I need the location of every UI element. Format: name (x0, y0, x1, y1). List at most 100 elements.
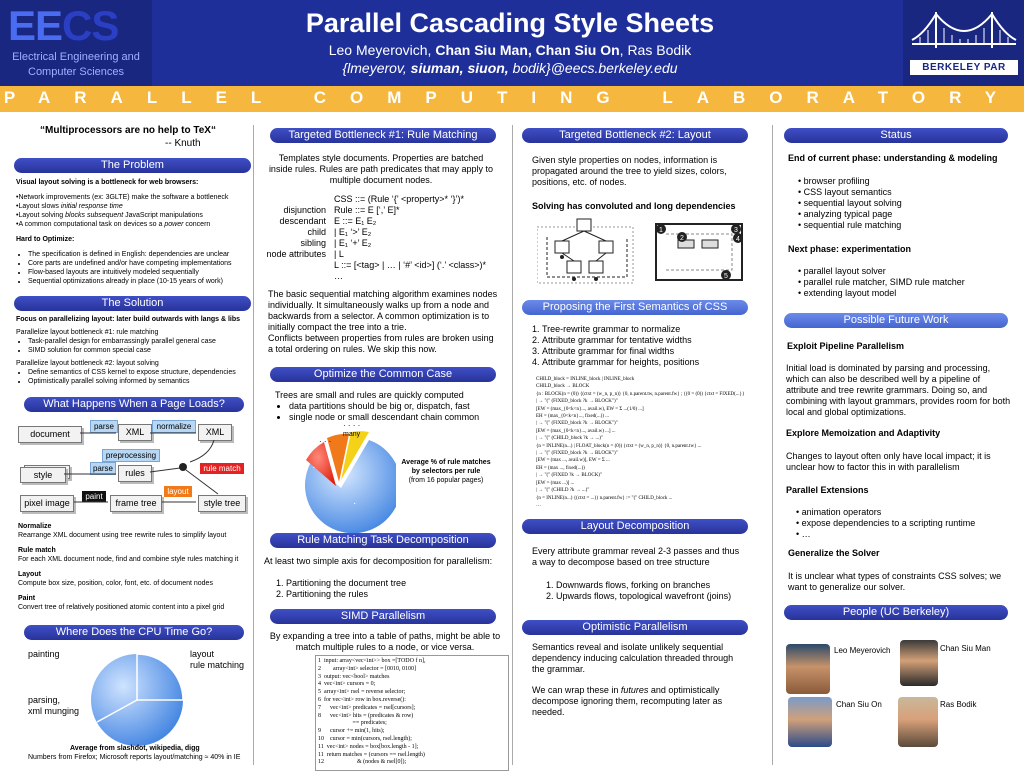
semantics-item: Tree-rewrite grammar to normalize (532, 324, 699, 335)
selector-pie-chart: · · · · · · · · · · (305, 423, 396, 533)
optimize-text: Trees are small and rules are quickly co… (275, 390, 505, 423)
style-box: style (20, 467, 66, 483)
lab-banner-text: PARALLEL COMPUTING LABORATORY (3, 88, 1021, 107)
section-header-page-load: What Happens When a Page Loads? (24, 397, 244, 412)
code-line: 5 array<int> rsel = reverse selector; (318, 689, 406, 696)
code-line: 4 vec<int> cursors = 0; (318, 681, 376, 688)
bridge-icon (911, 12, 1017, 48)
status-item: • parallel layout solver (798, 266, 886, 276)
section-header-solution: The Solution (14, 296, 251, 311)
definition-desc: Compute box size, position, color, font,… (18, 580, 213, 587)
xml-normalized-box: XML (198, 424, 232, 441)
formula-line: | → "(" (FIXED_block ?k → BLOCK")" (536, 421, 618, 427)
solution-bullet: Optimistically parallel solving informed… (28, 377, 252, 386)
code-line: 11 return matches = (cursors == rsel.len… (318, 751, 425, 758)
layout-decomp-item: Downwards flows, forking on branches (556, 580, 731, 591)
formula-line: CHILD_block = INLINE_block | INLINE_bloc… (536, 377, 635, 382)
grammar-line: | L (334, 249, 344, 259)
problem-bullet: •Layout solving blocks subsequent JavaSc… (16, 212, 203, 219)
svg-text:· · ·: · · · (319, 437, 331, 446)
section-header-problem: The Problem (14, 158, 251, 173)
formula-line: [EW = (max ...)] ... (536, 480, 575, 486)
code-line: 7 vec<int> predicates = rsel[cursors]; (318, 704, 416, 711)
definition-term: Rule match (18, 547, 56, 554)
section-header-layout-decomp: Layout Decomposition (522, 519, 748, 534)
formula-line: CHILD_block → BLOCK (536, 384, 590, 390)
frame-tree-box: frame tree (110, 495, 162, 512)
problem-bullet: •A common computational task on devices … (16, 221, 211, 228)
department-name: Electrical Engineering and Computer Scie… (12, 51, 140, 78)
solution-bullet: SIMD solution for common special case (28, 346, 252, 355)
layout-label: layout (164, 486, 192, 497)
cpu-label-painting: painting (28, 649, 60, 659)
rule-match-label: rule match (200, 463, 244, 474)
parlab-badge: BERKELEY PAR LAB (910, 60, 1018, 88)
section-header-future: Possible Future Work (784, 313, 1008, 328)
bottleneck2-intro: Given style properties on nodes, informa… (532, 155, 727, 187)
formula-line: {n = INLINE(n...) {(ctxt = ...)} n.paren… (536, 495, 673, 501)
solution-bullet: Task-parallel design for embarrassingly … (28, 337, 252, 346)
grammar-label: node attributes (266, 249, 326, 259)
svg-text:· ·: · · (306, 462, 315, 473)
section-header-semantics: Proposing the First Semantics of CSS (522, 300, 748, 315)
section-header-bottleneck-1: Targeted Bottleneck #1: Rule Matching (270, 128, 496, 143)
future-ext-item: • expose dependencies to a scripting run… (796, 518, 976, 528)
status-item: • sequential rule matching (798, 220, 902, 230)
paint-label: paint (82, 491, 106, 502)
section-header-task-decomp: Rule Matching Task Decomposition (270, 533, 496, 548)
lab-banner (0, 86, 1024, 112)
status-current-items: • browser profiling• CSS layout semantic… (798, 176, 902, 231)
section-header-people: People (UC Berkeley) (784, 605, 1008, 620)
code-line: == predicates; (318, 720, 387, 727)
poster-title: Parallel Cascading Style Sheets (305, 8, 715, 38)
formula-line: | → "(" (FIXED ?k → BLOCK)" (536, 473, 603, 479)
code-line: 8 vec<int> hits = (predicates & row) (318, 712, 414, 719)
quote-author: -- Knuth (165, 138, 201, 149)
svg-text:·: · (353, 498, 356, 509)
section-header-optimistic: Optimistic Parallelism (522, 620, 748, 635)
svg-text:· · · ·: · · · · (343, 423, 360, 430)
cpu-label-layout: layout (190, 649, 215, 659)
code-line: 3 output: vec<bool> matches (318, 673, 390, 680)
code-line: 1 input: array<vec<int>> box =[TODO f n]… (318, 658, 426, 664)
solution-p1-bullets: Task-parallel design for embarrassingly … (16, 337, 252, 355)
column-divider (512, 125, 513, 765)
pie-slice-red (306, 442, 336, 486)
pixel-image-box: pixel image (20, 495, 74, 512)
section-header-bottleneck-2: Targeted Bottleneck #2: Layout (522, 128, 748, 143)
eecs-logo: EECS (8, 2, 119, 49)
status-item: • extending layout model (798, 288, 897, 298)
decomp-intro: At least two simple axis for decompositi… (264, 556, 493, 566)
solution-bullet: Define semantics of CSS kernel to expose… (28, 368, 252, 377)
grammar-label: sibling (300, 238, 326, 248)
section-header-status: Status (784, 128, 1008, 143)
selector-pie-caption: (from 16 popular pages) (408, 477, 484, 484)
code-line: 9 cursor += min(1, hits); (318, 728, 385, 735)
definition-term: Layout (18, 571, 41, 578)
definition-term: Normalize (18, 523, 52, 530)
hard-bullet: Flow-based layouts are intuitively model… (28, 268, 252, 277)
grammar-line: Rule ::= E [‘,’ E]* (334, 205, 400, 215)
grammar-label: descendant (279, 216, 326, 226)
selector-pie-caption-bold: Average % of rule matches by selectors p… (401, 459, 491, 475)
hard-bullet: The specification is defined in English:… (28, 250, 252, 259)
status-next-items: • parallel layout solver• parallel rule … (798, 266, 965, 299)
solution-p2-bullets: Define semantics of CSS kernel to expose… (16, 368, 252, 386)
grammar-line: E ::= E₁ E₂ (334, 216, 377, 226)
status-item: • sequential layout solving (798, 198, 902, 208)
future-memo-title: Explore Memoization and Adaptivity (786, 428, 941, 438)
formula-line: [EW = (max_{0<k<n}..., avail.w) ...] ... (536, 428, 616, 434)
formula-line: | → "(" (FIXED_block ?k → BLOCK")" (536, 451, 618, 457)
pie-slice-yellow (341, 431, 369, 480)
code-line: 6 for vec<int> row in box.reverse(): (318, 696, 406, 703)
grammar-label: child (307, 227, 326, 237)
section-header-cpu: Where Does the CPU Time Go? (24, 625, 244, 640)
grammar-label: disjunction (283, 205, 326, 215)
layout-decomp-items: Downwards flows, forking on branchesUpwa… (538, 580, 731, 602)
person-name: Leo Meyerovich (834, 646, 891, 655)
poster-emails: {lmeyerov, siuman, siuon, bodik}@eecs.be… (342, 60, 678, 76)
avatar-chan-siu-on (788, 697, 832, 747)
knuth-quote: “Multiprocessors are no help to TeX“ (40, 125, 216, 136)
